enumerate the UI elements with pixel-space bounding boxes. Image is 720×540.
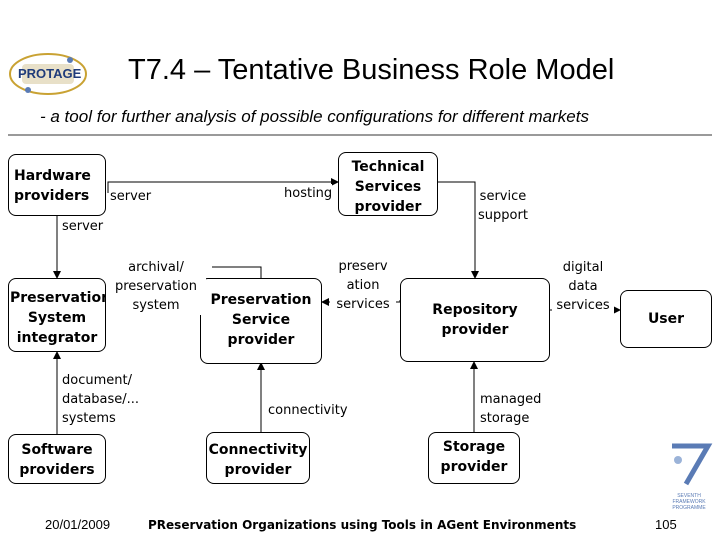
edge-label-document: document/database/...systems [62,371,140,428]
footer-date: 20/01/2009 [45,517,111,532]
footer-page-number: 105 [655,517,677,532]
edge-label-connectivity: connectivity [268,401,348,420]
user-label: User [647,311,685,327]
node-box-integrator [8,278,106,352]
edge-label-server-down: server [62,217,104,236]
footer-project-name: PReservation Organizations using Tools i… [148,518,577,532]
node-box-preservation-service [200,278,322,364]
node-box-storage [428,432,520,484]
slide-title: T7.4 – Tentative Business Role Model [128,54,615,86]
title-divider [8,134,712,136]
slide-subtitle: - a tool for further analysis of possibl… [40,107,589,126]
node-box-software [8,434,106,484]
node-box-technical [338,152,438,216]
node-box-connectivity [206,432,310,484]
fp7-logo-text: SEVENTH FRAMEWORK PROGRAMME [672,493,706,511]
edge-label-hosting: hosting [284,184,333,203]
node-box-repository [400,278,550,362]
node-box-hardware [8,154,106,216]
protage-logo: PROTAGE [8,48,88,100]
fp7-logo: SEVENTH FRAMEWORK PROGRAMME [664,440,714,511]
protage-logo-text: PROTAGE [18,66,82,81]
edge-label-server-right: server [110,187,152,206]
node-box-user [620,290,712,348]
